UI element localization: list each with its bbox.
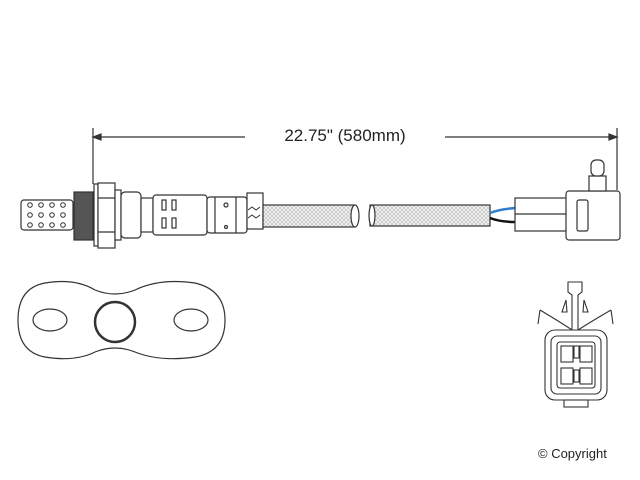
sensor-body [152, 194, 208, 236]
connector-slot [576, 199, 589, 232]
hex-nut [97, 182, 116, 249]
wire-black [489, 216, 517, 224]
connector-cap [588, 175, 607, 192]
bolt-hole [32, 308, 68, 332]
cable-braid [262, 204, 356, 228]
cable-braid [369, 204, 491, 227]
connector-housing [565, 190, 621, 241]
dimension-arrows [91, 133, 619, 141]
cable-break [350, 204, 360, 228]
oxygen-sensor [20, 159, 621, 249]
cable-break [368, 204, 376, 227]
connector-pins [560, 345, 593, 385]
wire-blue [489, 206, 517, 215]
gasket-ring [93, 300, 137, 344]
copyright-text: © Copyright [538, 446, 607, 461]
dimension-label: 22.75" (580mm) [245, 126, 445, 146]
thread [73, 191, 94, 241]
connector-front-view [537, 281, 614, 408]
sensor-shield [20, 199, 74, 231]
crimp-sleeve [246, 192, 264, 230]
bolt-hole [173, 308, 209, 332]
mounting-gasket [17, 280, 226, 360]
shield-holes [27, 202, 66, 228]
locking-tab [567, 281, 583, 331]
